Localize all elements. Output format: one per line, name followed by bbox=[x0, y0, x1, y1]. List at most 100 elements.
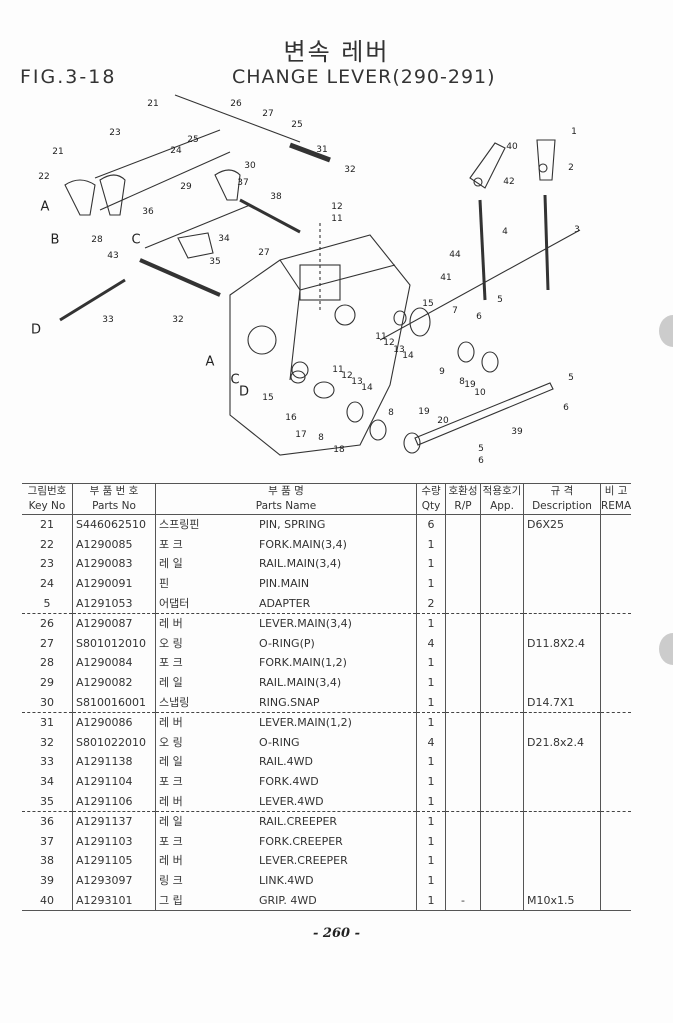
header-kr: 수량 bbox=[421, 485, 441, 497]
name-kr: 포 크 bbox=[159, 656, 183, 670]
description: D11.8X2.4 bbox=[523, 633, 601, 654]
callout-label: 25 bbox=[187, 135, 199, 145]
qty: 1 bbox=[416, 811, 446, 832]
rp bbox=[445, 672, 481, 693]
callout-label: B bbox=[50, 232, 60, 248]
callout-label: 12 bbox=[341, 371, 353, 381]
app bbox=[480, 593, 524, 614]
description bbox=[523, 554, 601, 574]
callout-label: 10 bbox=[474, 388, 486, 398]
callout-label: 39 bbox=[511, 427, 523, 437]
key-no: 37 bbox=[22, 831, 73, 852]
app bbox=[480, 851, 524, 871]
rp bbox=[445, 831, 481, 852]
remarks bbox=[601, 535, 632, 555]
parts-no: S801012010 bbox=[72, 633, 156, 654]
callout-label: 24 bbox=[170, 146, 182, 156]
name-en: GRIP. 4WD bbox=[259, 893, 317, 907]
callout-label: 21 bbox=[52, 147, 64, 157]
parts-no: S446062510 bbox=[72, 514, 156, 535]
name-en: LEVER.MAIN(3,4) bbox=[259, 617, 352, 631]
callout-label: 19 bbox=[464, 380, 476, 390]
remarks bbox=[601, 554, 632, 574]
callout-label: 32 bbox=[344, 165, 356, 175]
callout-label: 41 bbox=[440, 273, 452, 283]
exploded-parts-diagram bbox=[59, 94, 581, 456]
callout-label: C bbox=[230, 372, 240, 388]
callout-label: 34 bbox=[218, 234, 230, 244]
rp bbox=[445, 732, 481, 753]
callout-label: 42 bbox=[503, 177, 515, 187]
app bbox=[480, 811, 524, 832]
callout-label: C bbox=[131, 232, 141, 248]
header-kr: 호환성 bbox=[448, 485, 478, 497]
qty: 1 bbox=[416, 771, 446, 792]
app bbox=[480, 732, 524, 753]
remarks bbox=[600, 593, 632, 614]
app bbox=[480, 554, 524, 574]
key-no: 39 bbox=[22, 870, 73, 891]
parts-no: A1291104 bbox=[72, 771, 156, 792]
name-kr: 링 크 bbox=[159, 873, 183, 887]
title-english: CHANGE LEVER(290-291) bbox=[232, 66, 496, 88]
parts-no: A1290084 bbox=[72, 653, 156, 673]
column-header: 규 격 Description bbox=[523, 483, 601, 515]
callout-label: 15 bbox=[262, 393, 274, 403]
callout-label: 43 bbox=[107, 251, 119, 261]
title-korean: 변속 레버 bbox=[283, 38, 390, 66]
callout-label: 31 bbox=[316, 145, 328, 155]
callout-label: 12 bbox=[383, 338, 395, 348]
description: D21.8x2.4 bbox=[523, 732, 601, 753]
app bbox=[480, 712, 524, 733]
qty: 1 bbox=[416, 573, 446, 594]
name-kr: 레 일 bbox=[159, 755, 183, 769]
key-no: 30 bbox=[22, 692, 73, 713]
remarks bbox=[601, 752, 632, 772]
name-en: LEVER.CREEPER bbox=[259, 854, 348, 868]
parts-no: A1290086 bbox=[72, 712, 156, 733]
header-kr: 규 격 bbox=[550, 485, 574, 497]
remarks bbox=[600, 692, 632, 713]
page-number: - 260 - bbox=[313, 926, 360, 941]
name-kr: 그 립 bbox=[159, 893, 183, 907]
description bbox=[523, 771, 601, 792]
app bbox=[480, 890, 524, 911]
key-no: 23 bbox=[22, 554, 73, 574]
description bbox=[523, 573, 601, 594]
remarks bbox=[601, 871, 632, 891]
parts-no: A1291137 bbox=[72, 811, 156, 832]
app bbox=[480, 672, 524, 693]
callout-label: 14 bbox=[402, 351, 414, 361]
header-en: Description bbox=[532, 500, 592, 512]
key-no: 24 bbox=[22, 573, 73, 594]
app bbox=[480, 534, 524, 555]
remarks bbox=[601, 772, 632, 792]
callout-label: 26 bbox=[230, 99, 242, 109]
qty: 6 bbox=[416, 514, 446, 535]
qty: 1 bbox=[416, 613, 446, 634]
app bbox=[480, 653, 524, 673]
name-en: FORK.CREEPER bbox=[259, 834, 343, 848]
name-en: ADAPTER bbox=[259, 596, 311, 610]
name-en: PIN.MAIN bbox=[259, 577, 310, 591]
name-en: O-RING bbox=[259, 735, 300, 749]
remarks bbox=[601, 634, 632, 654]
remarks bbox=[601, 515, 632, 535]
